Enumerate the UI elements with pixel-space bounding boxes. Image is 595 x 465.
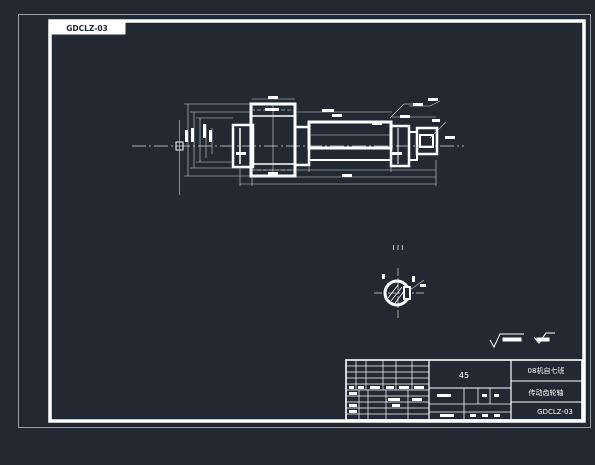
shaft-lower-section	[308, 147, 392, 161]
drawing-frame	[48, 19, 586, 423]
section-view-label: I I I	[393, 244, 404, 252]
material-text: 45	[459, 371, 469, 380]
corner-tag-text: GDCLZ-03	[66, 24, 108, 33]
keyway	[419, 134, 434, 148]
section-keyway	[403, 286, 411, 300]
drawing-number-text: GDCLZ-03	[537, 408, 573, 416]
corner-tag: GDCLZ-03	[48, 19, 126, 35]
title-block	[345, 359, 583, 421]
title-block-text-marks	[349, 386, 500, 417]
surface-roughness-symbol	[489, 333, 524, 349]
dimension-lines	[184, 98, 447, 186]
dimension-text-marks	[185, 96, 455, 177]
sheet-outer-border	[18, 14, 591, 428]
shaft-main-view	[132, 102, 464, 195]
shaft-left-journal	[231, 123, 255, 169]
shaft-right-end	[415, 126, 439, 156]
part-name-text: 传动齿轮轴	[529, 388, 564, 397]
section-view: I I I	[374, 244, 426, 318]
roughness-other-symbol	[533, 332, 555, 344]
school-text: 08机自七班	[528, 366, 565, 375]
